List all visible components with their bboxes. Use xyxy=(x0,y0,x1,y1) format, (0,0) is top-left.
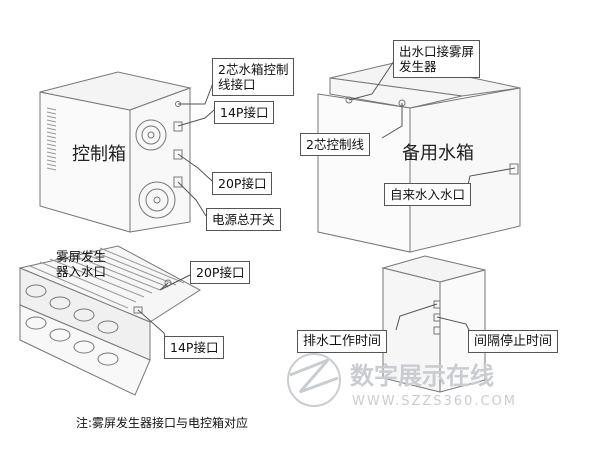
leader-lines xyxy=(137,57,516,343)
label-fog-inlet-line1: 雾屏发生 xyxy=(56,249,107,264)
label-2core-water-tank-cable-line1: 2芯水箱控制 xyxy=(218,62,289,77)
label-tap-water-inlet: 自来水入水口 xyxy=(384,183,472,206)
footnote: 注:雾屏发生器接口与电控箱对应 xyxy=(76,416,249,430)
label-fog-inlet: 雾屏发生 器入水口 xyxy=(56,249,106,279)
label-14p-port-top: 14P接口 xyxy=(214,101,275,124)
label-2core-control-cable: 2芯控制线 xyxy=(300,133,370,156)
label-20p-port-bottom: 20P接口 xyxy=(190,261,251,284)
label-fog-inlet-line2: 器入水口 xyxy=(56,264,107,279)
timer-box-drawing xyxy=(381,255,486,393)
label-water-outlet: 出水口接雾屏 发生器 xyxy=(393,40,481,78)
label-interval-time: 间隔停止时间 xyxy=(468,330,559,353)
watermark-url: WWW.SZZS360.COM xyxy=(352,394,517,409)
label-20p-port-top: 20P接口 xyxy=(212,172,273,195)
label-drain-time: 排水工作时间 xyxy=(297,330,388,353)
label-14p-port-bottom: 14P接口 xyxy=(164,336,225,359)
fog-generator-drawing xyxy=(18,245,201,396)
label-water-outlet-line1: 出水口接雾屏 xyxy=(399,44,475,59)
watermark-text: 数字展示在线 xyxy=(350,362,494,390)
watermark-logo xyxy=(287,353,341,407)
backup-tank-title: 备用水箱 xyxy=(402,143,474,164)
control-box-drawing xyxy=(39,71,192,233)
label-2core-water-tank-cable-line2: 线接口 xyxy=(218,77,256,92)
label-main-power-switch: 电源总开关 xyxy=(206,208,281,231)
control-box-title: 控制箱 xyxy=(72,144,126,165)
label-2core-water-tank-cable: 2芯水箱控制 线接口 xyxy=(212,58,295,96)
label-water-outlet-line2: 发生器 xyxy=(399,59,437,74)
